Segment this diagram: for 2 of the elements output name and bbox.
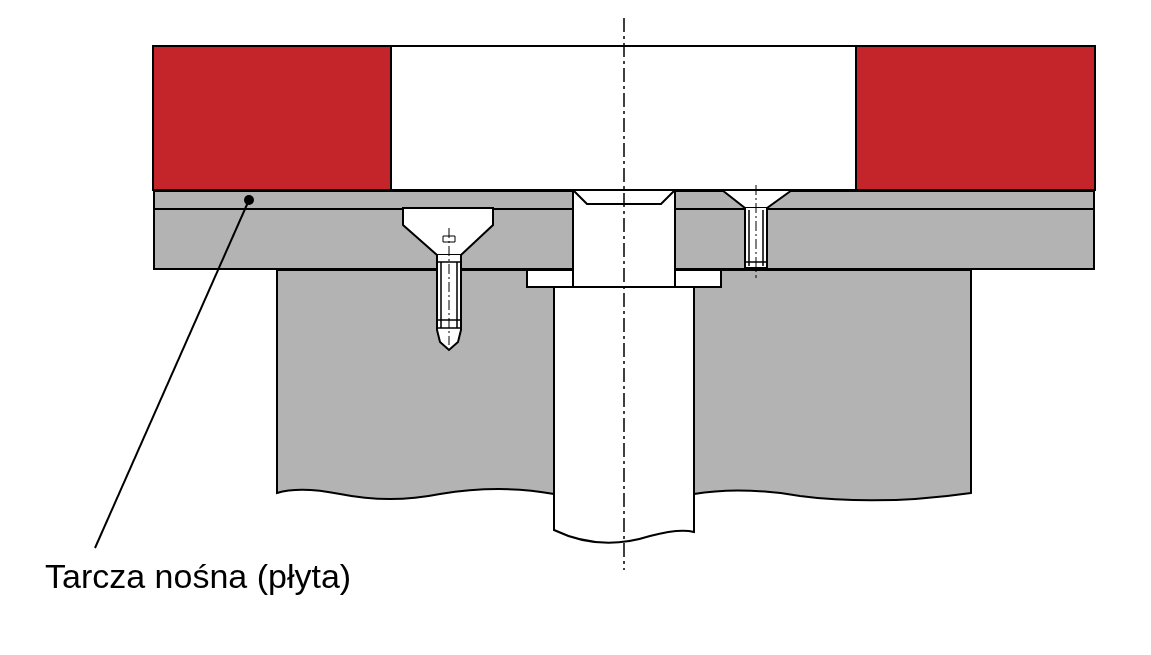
leader-line xyxy=(94,195,254,549)
part-label: Tarcza nośna (płyta) xyxy=(45,556,352,596)
